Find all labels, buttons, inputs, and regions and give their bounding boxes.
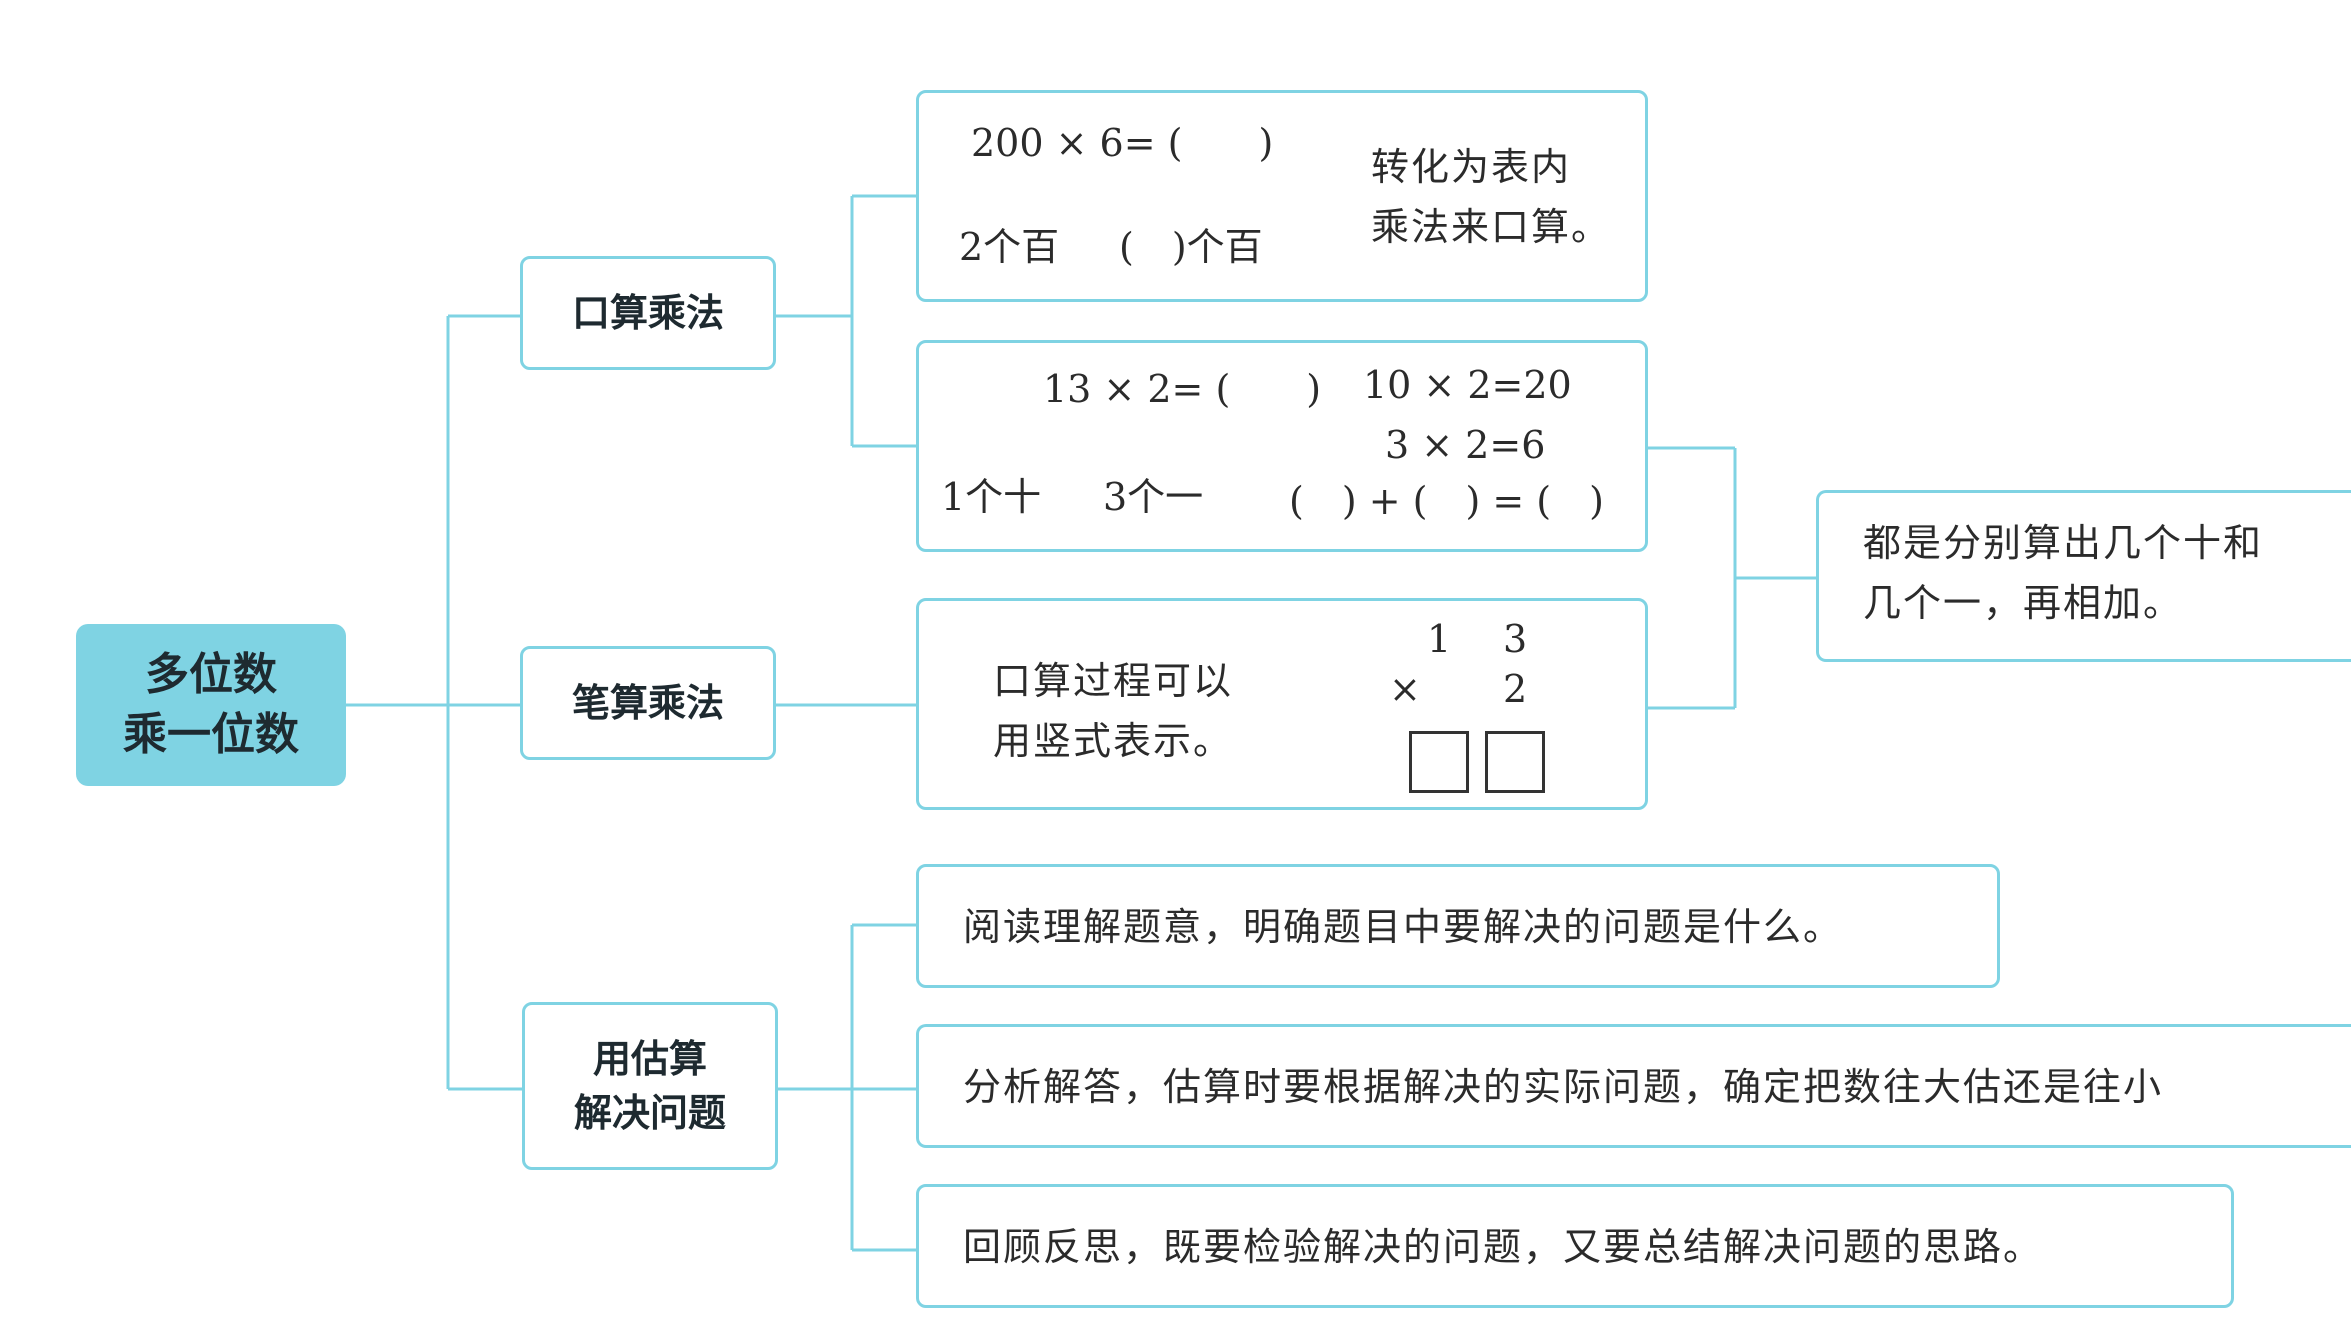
box2-label-tens: 1个十 [941, 475, 1042, 519]
step-box-review: 回顾反思，既要检验解决的问题，又要总结解决问题的思路。 [916, 1184, 2234, 1308]
box2-equation: 13 × 2= ( ) [1043, 367, 1322, 411]
oral-box-1: 200 × 6= ( ) 2个百 ( )个百 转化为表内 乘法来口算。 [916, 90, 1648, 302]
step-read-text: 阅读理解题意，明确题目中要解决的问题是什么。 [963, 905, 1844, 949]
branch-written-multiplication: 笔算乘法 [520, 646, 776, 760]
step-box-analyze: 分析解答，估算时要根据解决的实际问题，确定把数往大估还是往小 [916, 1024, 2351, 1148]
branch-oral-multiplication: 口算乘法 [520, 256, 776, 370]
box2-label-ones: 3个一 [1103, 475, 1204, 519]
step-review-text: 回顾反思，既要检验解决的问题，又要总结解决问题的思路。 [963, 1225, 2044, 1269]
oral-box-2: 13 × 2= ( ) 1个十 3个一 10 × 2=20 3 × 2=6 ( … [916, 340, 1648, 552]
branch-oral-label: 口算乘法 [571, 291, 724, 335]
box1-note-line1: 转化为表内 [1371, 145, 1572, 189]
summary-box: 都是分别算出几个十和 几个一，再相加。 [1816, 490, 2351, 662]
answer-box-ones [1485, 731, 1545, 793]
summary-line2: 几个一，再相加。 [1863, 581, 2184, 625]
calc-digit-3: 3 [1503, 617, 1528, 661]
answer-box-tens [1409, 731, 1469, 793]
summary-line1: 都是分别算出几个十和 [1863, 521, 2264, 565]
step-analyze-text: 分析解答，估算时要根据解决的实际问题，确定把数往大估还是往小 [963, 1065, 2164, 1109]
box1-label-right: ( )个百 [1119, 225, 1263, 269]
box1-note-line2: 乘法来口算。 [1371, 205, 1612, 249]
box2-eq-c: ( ) + ( ) = ( ) [1289, 479, 1604, 523]
calc-digit-2: 2 [1503, 667, 1528, 711]
branch-estimation: 用估算 解决问题 [522, 1002, 778, 1170]
branch-estimate-line1: 用估算 [592, 1037, 707, 1081]
root-line2: 乘一位数 [123, 709, 299, 760]
calc-times-sign: × [1389, 667, 1421, 711]
root-node: 多位数 乘一位数 [76, 624, 346, 786]
written-box: 口算过程可以 用竖式表示。 1 3 × 2 [916, 598, 1648, 810]
box1-equation: 200 × 6= ( ) [971, 121, 1274, 165]
box2-eq-a: 10 × 2=20 [1363, 363, 1572, 407]
branch-written-label: 笔算乘法 [571, 681, 724, 725]
calc-digit-1: 1 [1427, 617, 1452, 661]
step-box-read: 阅读理解题意，明确题目中要解决的问题是什么。 [916, 864, 2000, 988]
box3-text-line1: 口算过程可以 [993, 659, 1234, 703]
root-line1: 多位数 [145, 649, 277, 700]
box1-label-left: 2个百 [959, 225, 1060, 269]
box2-eq-b: 3 × 2=6 [1385, 423, 1546, 467]
branch-estimate-line2: 解决问题 [573, 1091, 726, 1135]
box3-text-line2: 用竖式表示。 [993, 719, 1234, 763]
